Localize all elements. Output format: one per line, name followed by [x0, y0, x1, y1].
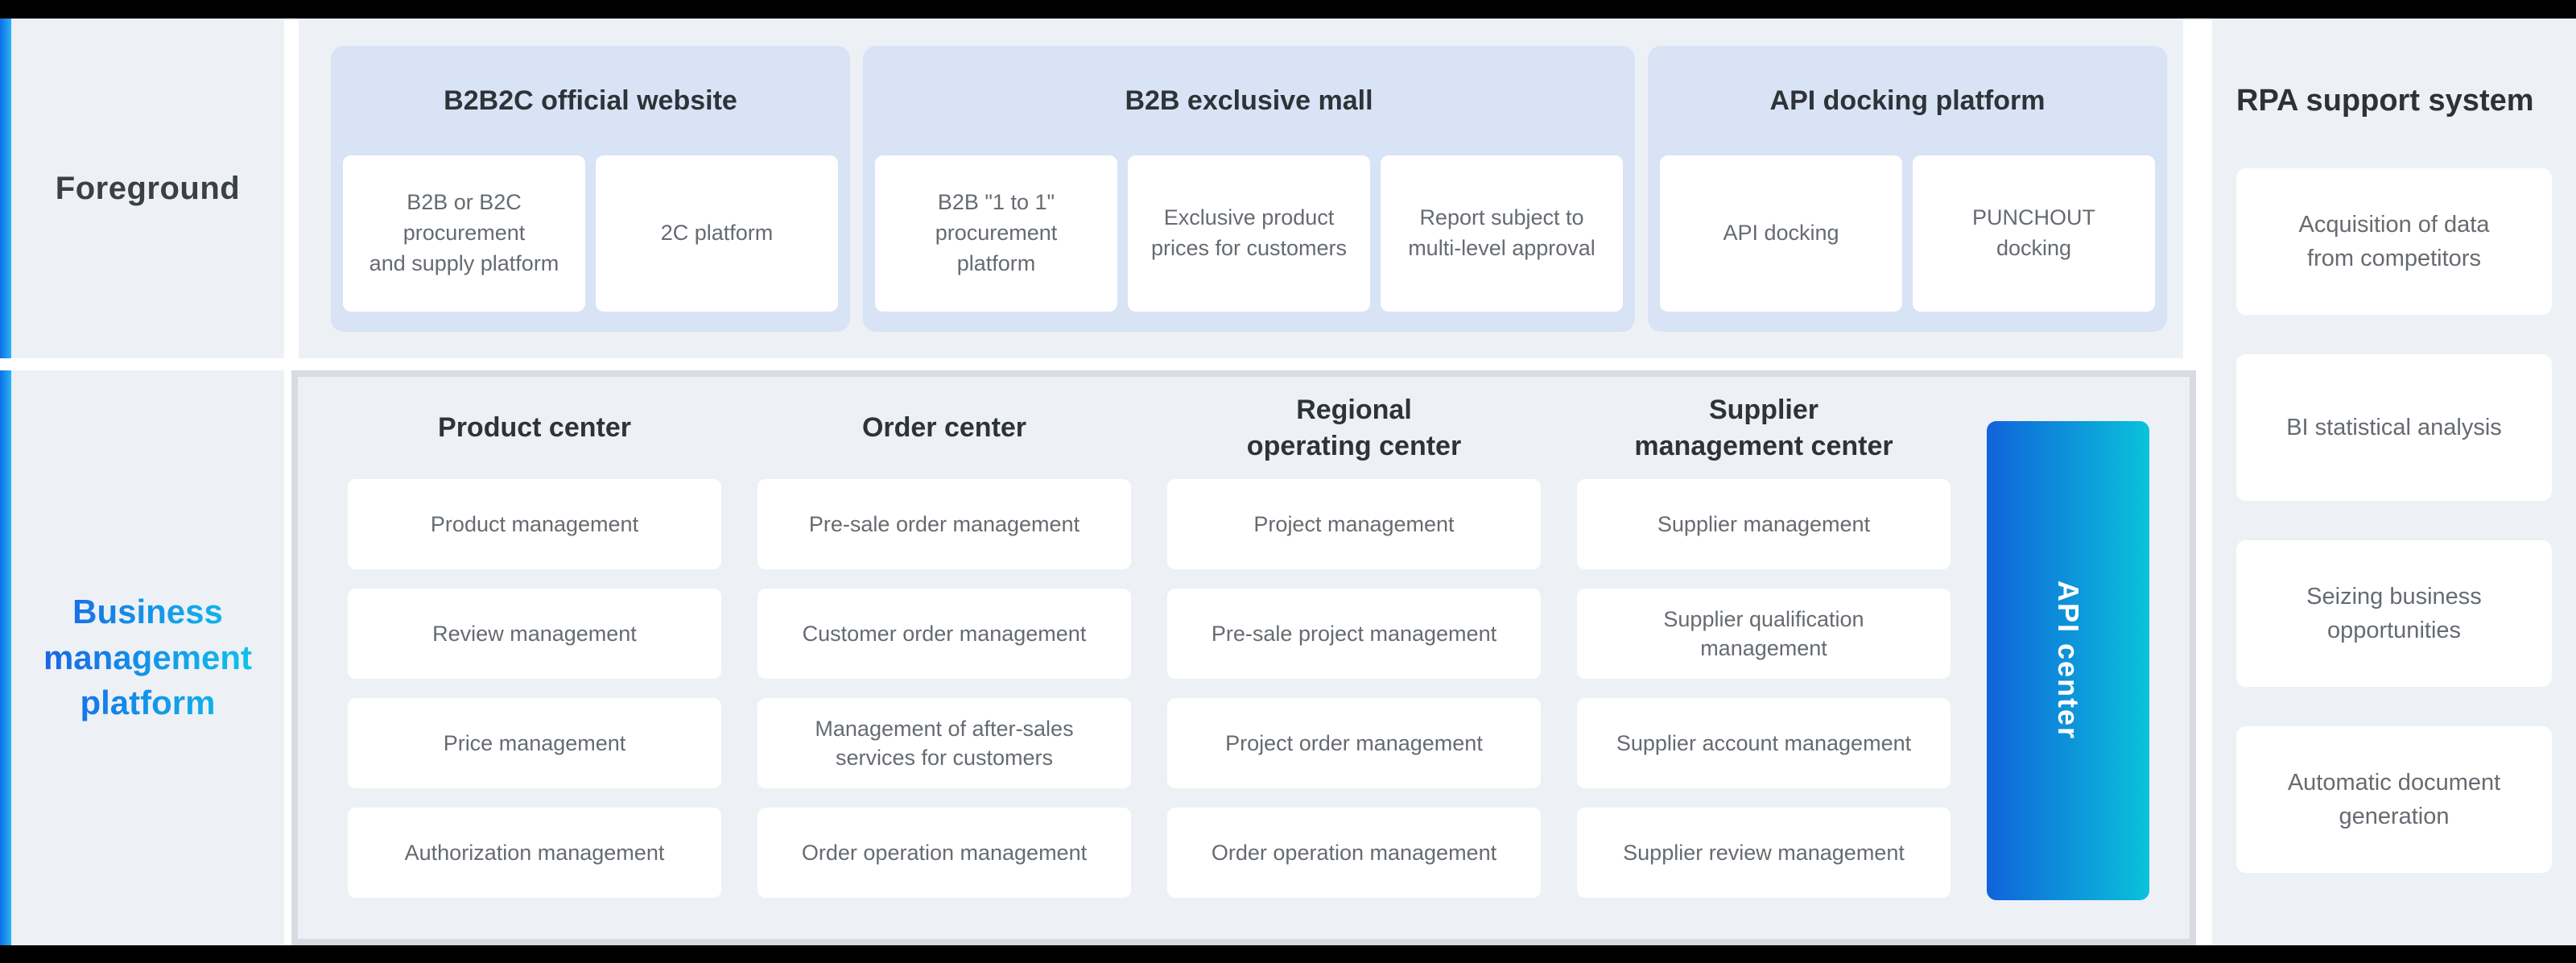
- api-center-label: API center: [2052, 581, 2085, 741]
- column-cards: Project management Pre-sale project mana…: [1167, 479, 1541, 898]
- feature-card: Price management: [348, 698, 721, 788]
- column-product-center: Product center Product management Review…: [348, 377, 721, 939]
- feature-card: Order operation management: [758, 808, 1131, 898]
- group-title: B2B exclusive mall: [1125, 85, 1373, 116]
- column-cards: Product management Review management Pri…: [348, 479, 721, 898]
- business-accent-bar: [0, 370, 11, 945]
- foreground-main-panel: B2B2C official website B2B or B2C procur…: [299, 19, 2183, 358]
- feature-card: 2C platform: [596, 155, 838, 312]
- feature-card: Supplier review management: [1577, 808, 1951, 898]
- feature-card: Project order management: [1167, 698, 1541, 788]
- feature-card: BI statistical analysis: [2236, 354, 2552, 501]
- group-title: API docking platform: [1769, 85, 2046, 116]
- group-cards: B2B "1 to 1" procurement platform Exclus…: [863, 155, 1635, 312]
- foreground-label-panel: Foreground: [11, 19, 284, 358]
- group-api-docking-platform: API docking platform API docking PUNCHOU…: [1648, 46, 2167, 332]
- feature-card: Supplier qualification management: [1577, 589, 1951, 679]
- group-cards: API docking PUNCHOUT docking: [1648, 155, 2167, 312]
- bottom-letterbox-bar: [0, 945, 2576, 963]
- feature-card: Exclusive product prices for customers: [1128, 155, 1370, 312]
- business-label: Business management platform: [43, 589, 252, 726]
- feature-card: Acquisition of data from competitors: [2236, 168, 2552, 315]
- group-title: B2B2C official website: [444, 85, 737, 116]
- feature-card: Report subject to multi-level approval: [1381, 155, 1623, 312]
- column-cards: Supplier management Supplier qualificati…: [1577, 479, 1951, 898]
- feature-card: Supplier account management: [1577, 698, 1951, 788]
- rpa-title: RPA support system: [2236, 84, 2534, 118]
- feature-card: Customer order management: [758, 589, 1131, 679]
- rpa-cards: Acquisition of data from competitors BI …: [2236, 168, 2552, 873]
- feature-card: Pre-sale order management: [758, 479, 1131, 569]
- rpa-support-panel: RPA support system Acquisition of data f…: [2212, 19, 2576, 945]
- foreground-label: Foreground: [55, 170, 241, 206]
- column-title: Order center: [861, 412, 1027, 444]
- column-title: Product center: [438, 412, 631, 444]
- column-title: Supplier management center: [1634, 395, 1893, 461]
- column-order-center: Order center Pre-sale order management C…: [758, 377, 1131, 939]
- column-cards: Pre-sale order management Customer order…: [758, 479, 1131, 898]
- business-label-panel: Business management platform: [11, 370, 284, 945]
- feature-card: Project management: [1167, 479, 1541, 569]
- column-title: Regional operating center: [1246, 395, 1462, 461]
- feature-card: Supplier management: [1577, 479, 1951, 569]
- top-letterbox-bar: [0, 0, 2576, 19]
- feature-card: Product management: [348, 479, 721, 569]
- group-b2b-exclusive-mall: B2B exclusive mall B2B "1 to 1" procurem…: [863, 46, 1635, 332]
- feature-card: Seizing business opportunities: [2236, 540, 2552, 687]
- foreground-accent-bar: [0, 19, 11, 358]
- feature-card: B2B or B2C procurement and supply platfo…: [343, 155, 585, 312]
- group-b2b2c-official-website: B2B2C official website B2B or B2C procur…: [331, 46, 850, 332]
- feature-card: Review management: [348, 589, 721, 679]
- feature-card: Automatic document generation: [2236, 726, 2552, 873]
- feature-card: PUNCHOUT docking: [1913, 155, 2155, 312]
- business-main-panel: Product center Product management Review…: [291, 370, 2196, 945]
- feature-card: Management of after-sales services for c…: [758, 698, 1131, 788]
- api-center-bar: API center: [1987, 421, 2149, 900]
- group-cards: B2B or B2C procurement and supply platfo…: [331, 155, 850, 312]
- feature-card: B2B "1 to 1" procurement platform: [875, 155, 1117, 312]
- feature-card: Order operation management: [1167, 808, 1541, 898]
- feature-card: Authorization management: [348, 808, 721, 898]
- column-supplier-management-center: Supplier management center Supplier mana…: [1577, 377, 1951, 939]
- feature-card: API docking: [1660, 155, 1902, 312]
- column-regional-operating-center: Regional operating center Project manage…: [1167, 377, 1541, 939]
- feature-card: Pre-sale project management: [1167, 589, 1541, 679]
